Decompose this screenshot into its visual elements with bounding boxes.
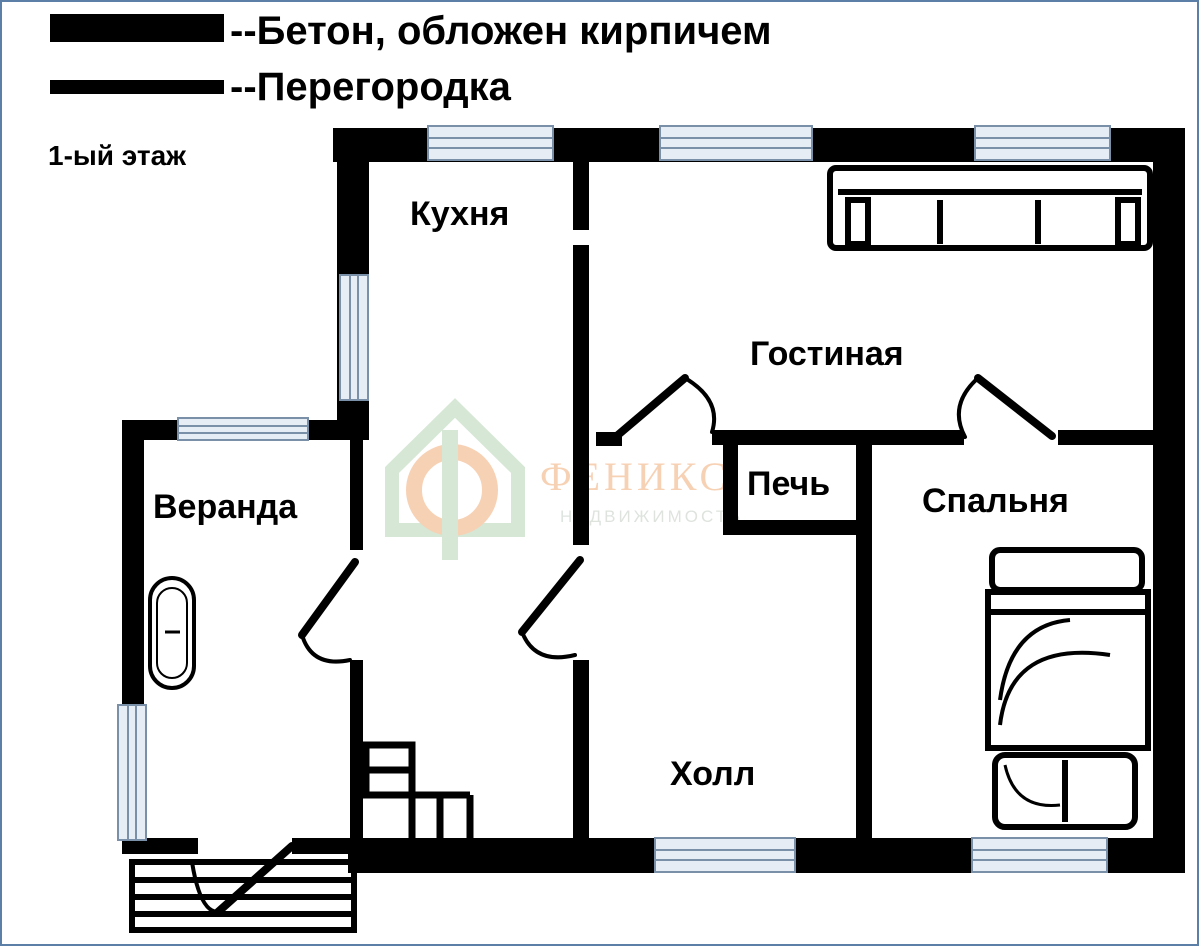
- window-kitchen-left: [339, 274, 369, 401]
- door-veranda-kitchen: [298, 558, 359, 664]
- legend: --Бетон, обложен кирпичем --Перегородка …: [48, 9, 772, 171]
- room-label-stove: Печь: [747, 465, 830, 503]
- stairs-interior: [362, 741, 474, 840]
- partition-hall-bedroom: [856, 430, 872, 845]
- bathtub-icon: [148, 576, 196, 690]
- room-label-living: Гостиная: [750, 335, 904, 373]
- watermark-house-icon: [385, 398, 525, 537]
- legend-thick-wall-swatch: [50, 14, 224, 42]
- partition-kitchen-living: [573, 155, 589, 230]
- room-label-hall: Холл: [670, 755, 755, 793]
- window-veranda-top: [177, 417, 309, 441]
- partition-living-mid: [712, 430, 964, 445]
- stove-wall-bottom: [723, 520, 863, 535]
- wall-right: [1153, 128, 1185, 873]
- partition-veranda-kitchen-lower: [350, 660, 363, 852]
- door-living-left: [608, 374, 717, 444]
- room-label-bedroom: Спальня: [922, 482, 1069, 520]
- window-bedroom-bottom: [971, 837, 1108, 873]
- legend-partition-swatch: [50, 80, 224, 94]
- watermark-logo: ФЕНИКС НЕДВИЖИМОСТЬ: [385, 398, 743, 560]
- partition-living-right: [1058, 430, 1158, 445]
- wall-veranda-bottom-right: [292, 838, 362, 854]
- watermark-subtitle: НЕДВИЖИМОСТЬ: [560, 507, 743, 526]
- watermark-brand: ФЕНИКС: [540, 454, 730, 499]
- door-kitchen-hall: [518, 556, 584, 660]
- watermark-stem-icon: [442, 430, 458, 560]
- partitions: [350, 155, 1158, 852]
- stairs-entrance: [129, 859, 357, 933]
- door-living-right: [956, 374, 1056, 440]
- bed-icon: [985, 547, 1151, 830]
- windows: [117, 125, 1111, 873]
- room-label-veranda: Веранда: [153, 488, 298, 526]
- window-veranda-left: [117, 704, 147, 841]
- window-living-top-2: [974, 125, 1111, 161]
- room-labels: Кухня Гостиная Веранда Печь Спальня Холл: [153, 195, 1069, 793]
- floor-label: 1-ый этаж: [48, 140, 187, 171]
- legend-thick-wall-label: --Бетон, обложен кирпичем: [230, 9, 772, 53]
- room-label-kitchen: Кухня: [410, 195, 509, 233]
- window-hall-bottom: [654, 837, 796, 873]
- partition-veranda-kitchen: [350, 430, 363, 550]
- legend-partition-label: --Перегородка: [230, 65, 512, 109]
- window-living-top-1: [659, 125, 813, 161]
- window-kitchen-top: [427, 125, 554, 161]
- wall-veranda-bottom-left: [122, 838, 198, 854]
- stove-wall-left: [723, 430, 738, 535]
- sofa: [827, 165, 1153, 251]
- partition-kitchen-hall: [573, 245, 589, 545]
- partition-kitchen-hall-lower: [573, 660, 589, 845]
